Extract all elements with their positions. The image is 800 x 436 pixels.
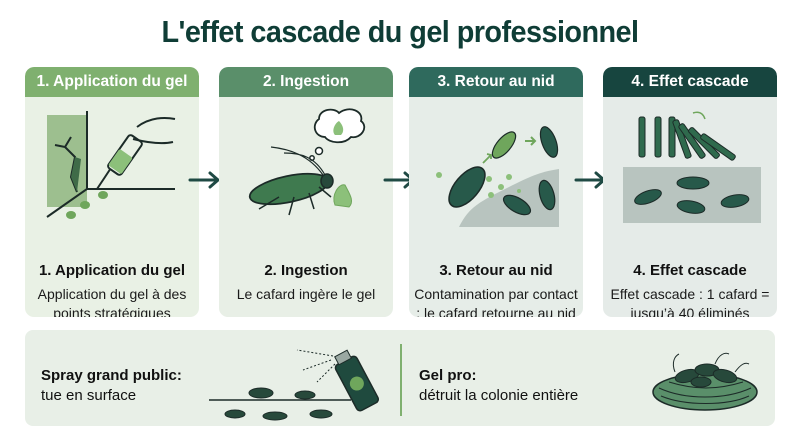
step-title: 1. Application du gel bbox=[38, 262, 186, 279]
gel-text: détruit la colonie entière bbox=[419, 387, 579, 404]
step-card-return-nest: 3. Retour au nid 3. Retour au nid Contam… bbox=[409, 67, 583, 317]
step-header: 3. Retour au nid bbox=[409, 67, 583, 97]
step-header: 2. Ingestion bbox=[219, 67, 393, 97]
step-card-cascade: 4. Effet cascade 4. Effet cascade Effe bbox=[603, 67, 777, 317]
spray-text: tue en surface bbox=[41, 387, 137, 404]
step-description: Application du gel à des points stratégi… bbox=[37, 286, 187, 317]
step-card-ingestion: 2. Ingestion 2. Ingestion Le cafard ingè… bbox=[219, 67, 393, 317]
step-header: 4. Effet cascade bbox=[603, 67, 777, 97]
cockroach-eating-icon bbox=[248, 108, 366, 216]
comparison-panel: Spray grand public: tue en surface Gel p… bbox=[25, 330, 775, 426]
cockroach-contamination-icon bbox=[436, 126, 559, 227]
gel-comparison: Gel pro: détruit la colonie entière bbox=[419, 366, 578, 406]
arrow-right-icon bbox=[188, 171, 220, 189]
step-title: 2. Ingestion bbox=[264, 262, 348, 279]
nest-icon bbox=[652, 352, 758, 411]
divider bbox=[400, 344, 402, 416]
gel-title: Gel pro: bbox=[419, 367, 477, 384]
step-header: 1. Application du gel bbox=[25, 67, 199, 97]
step-title: 4. Effet cascade bbox=[633, 262, 747, 279]
step-description: Le cafard ingère le gel bbox=[236, 286, 376, 302]
step-title: 3. Retour au nid bbox=[439, 262, 553, 279]
page-title: L'effet cascade du gel professionnel bbox=[161, 14, 639, 49]
domino-cascade-icon bbox=[623, 111, 761, 223]
step-description: Effet cascade : 1 cafard = jusqu’à 40 él… bbox=[610, 286, 770, 317]
spray-comparison: Spray grand public: tue en surface bbox=[41, 366, 182, 406]
gel-syringe-icon bbox=[46, 111, 176, 219]
spray-can-icon bbox=[209, 349, 380, 421]
step-card-application: 1. Application du gel 1. Application du … bbox=[25, 67, 199, 317]
step-description: Contamination par contact : le cafard re… bbox=[414, 286, 578, 317]
spray-title: Spray grand public: bbox=[41, 367, 182, 384]
